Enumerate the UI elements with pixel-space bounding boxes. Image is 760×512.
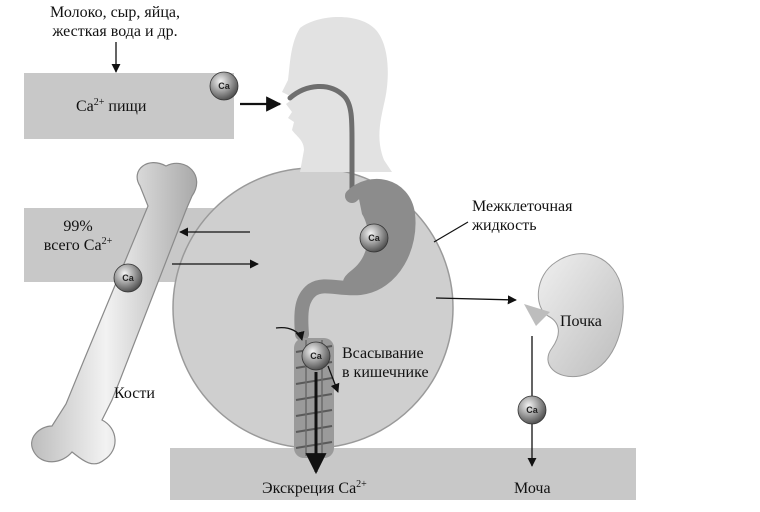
bone-total-calcium: всего Ca2+ (26, 236, 130, 255)
food-sources-line2: жесткая вода и др. (52, 23, 178, 40)
intestine-entry-arrow (275, 326, 305, 341)
ion-symbol: Ca (310, 351, 322, 361)
calcium-ion-bone: Ca (113, 263, 143, 293)
bone-total-prefix: всего Ca (43, 237, 102, 254)
calcium-ion-intestine: Ca (301, 341, 331, 371)
kidney-label: Почка (560, 313, 602, 330)
food-sources-line1: Молоко, сыр, яйца, (50, 4, 180, 21)
dietary-suffix: пищи (104, 98, 147, 115)
kidney (524, 253, 624, 378)
calcium-symbol: Ca (76, 98, 94, 115)
absorption-line1: Всасывание (342, 345, 424, 362)
ion-symbol: Ca (368, 233, 380, 243)
bones-label: Кости (114, 385, 155, 402)
excretion-text: Экскреция Ca (262, 480, 357, 497)
fluid-pointer-line (433, 221, 469, 243)
ion-symbol: Ca (122, 273, 134, 283)
intestinal-absorption-label: Всасывание в кишечнике (342, 344, 429, 382)
charge-superscript: 2+ (356, 479, 367, 490)
charge-superscript: 2+ (93, 97, 105, 108)
ion-symbol: Ca (526, 405, 538, 415)
head-silhouette (282, 17, 392, 172)
bone-percent: 99% (63, 218, 93, 235)
extracellular-fluid-label: Межклеточная жидкость (472, 197, 572, 235)
urine-label: Моча (514, 480, 551, 497)
food-sources-label: Молоко, сыр, яйца, жесткая вода и др. (30, 3, 200, 41)
excretion-band (170, 448, 636, 500)
dietary-calcium-label: Ca2+ пищи (76, 97, 146, 116)
ion-symbol: Ca (218, 81, 230, 91)
fluid-line2: жидкость (472, 217, 537, 234)
fluid-line1: Межклеточная (472, 198, 573, 215)
to-kidney-arrow (435, 295, 517, 305)
absorption-arrow (327, 365, 340, 393)
charge-superscript: 2+ (101, 236, 113, 247)
food-band (24, 73, 234, 139)
calcium-ion-urine: Ca (517, 395, 547, 425)
digestive-tract (287, 83, 355, 199)
bone-calcium-share-label: 99% всего Ca2+ (26, 217, 130, 255)
bone (31, 162, 198, 465)
calcium-ion-stomach: Ca (359, 223, 389, 253)
absorption-line2: в кишечнике (342, 364, 429, 381)
excretion-label: Экскреция Ca2+ (262, 479, 367, 498)
calcium-ion-food: Ca (209, 71, 239, 101)
